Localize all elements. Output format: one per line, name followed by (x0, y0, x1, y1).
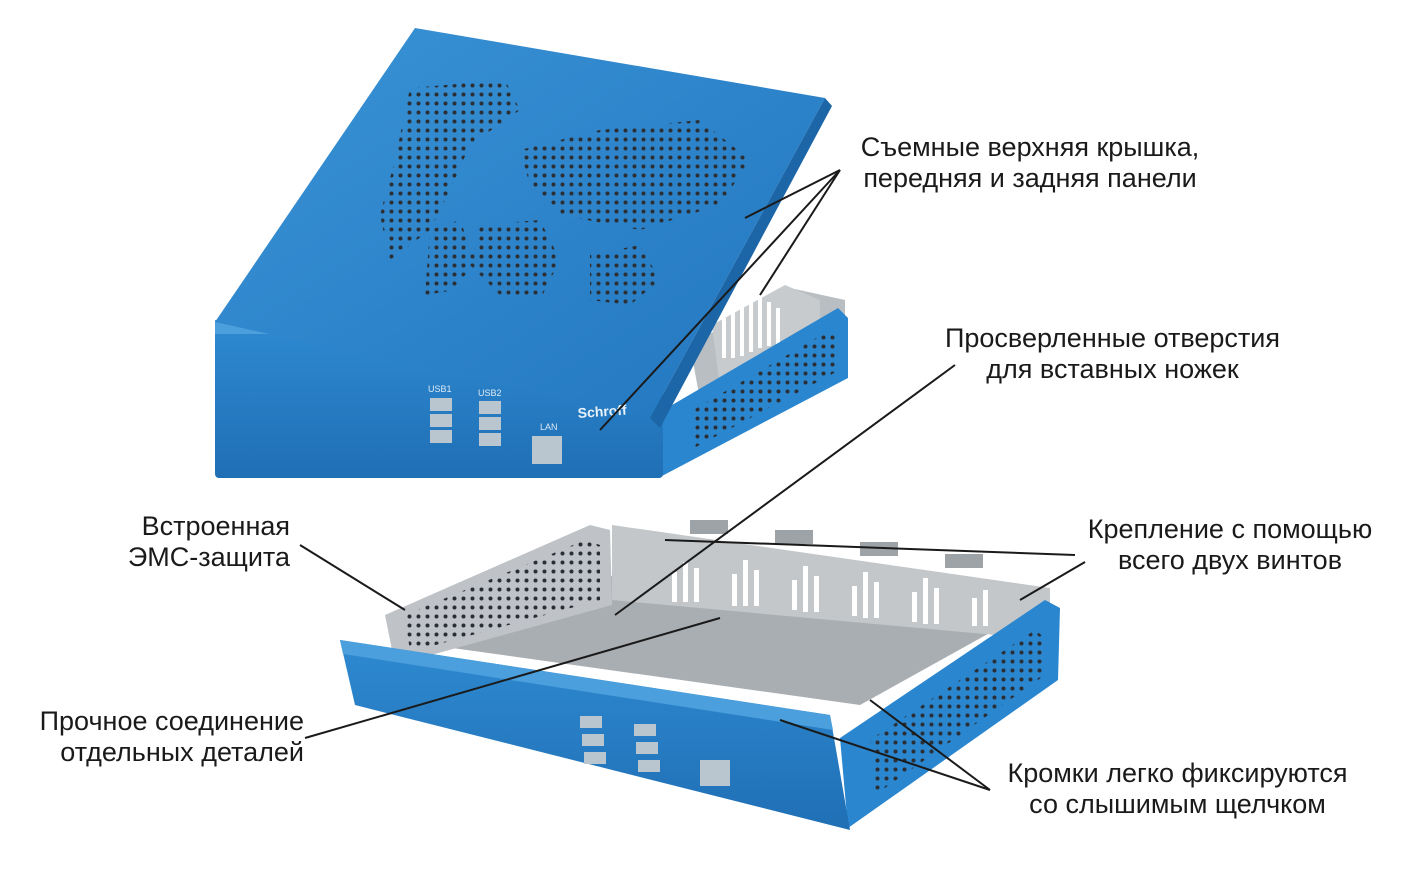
leader-solid-joint (304, 617, 721, 739)
leader-snap-edges-a (779, 719, 991, 791)
leader-two-screws-a (664, 539, 1076, 556)
callout-solid-joint: Прочное соединение отдельных деталей (0, 706, 304, 768)
usb1-port-c (430, 430, 452, 443)
lower-left-vents (405, 540, 600, 652)
usb1-port-a (430, 398, 452, 411)
usb1-port-b (430, 414, 452, 427)
lower-front-ports (580, 716, 730, 786)
callout-two-screws: Крепление с помощью всего двух винтов (1070, 514, 1390, 576)
leader-removable-back (759, 169, 841, 296)
callout-drilled-holes: Просверленные отверстия для вставных нож… (930, 323, 1295, 385)
usb2-port-a (479, 401, 501, 414)
lower-usb2-port-b (636, 742, 658, 754)
world-map-perforation (380, 80, 750, 305)
lower-front-bevel (340, 640, 833, 730)
lan-port (532, 436, 562, 464)
leader-snap-edges-b (869, 699, 991, 791)
callout-drilled-holes-line1: Просверленные отверстия (944, 323, 1281, 353)
usb2-port-c (479, 433, 501, 446)
callout-removable-panels-line2: передняя и задняя панели (863, 163, 1197, 193)
callout-emc-shield: Встроенная ЭМС-защита (90, 511, 290, 573)
upper-side-vents (690, 330, 836, 448)
callout-removable-panels-line1: Съемные верхняя крышка, (860, 132, 1200, 162)
callout-snap-edges-line1: Кромки легко фиксируются (1007, 758, 1348, 788)
lower-usb1-port-c (584, 752, 606, 764)
lower-enclosure (340, 520, 1060, 830)
callout-solid-joint-line2: отдельных деталей (60, 737, 304, 767)
lower-usb1-port-a (580, 716, 602, 728)
lower-rear-wall (612, 525, 1050, 640)
lower-usb1-port-b (582, 734, 604, 746)
brand-logo: Schroff (577, 402, 627, 421)
lower-usb2-port-a (634, 724, 656, 736)
leader-drilled-holes (614, 364, 956, 616)
callout-emc-shield-line2: ЭМС-защита (127, 542, 290, 572)
lower-rear-vent-slots (672, 560, 988, 626)
usb1-label: USB1 (428, 384, 452, 394)
upper-inner-vent-slots (722, 296, 780, 358)
callout-snap-edges-line2: со слышимым щелчком (1029, 789, 1326, 819)
upper-lid-edge (650, 98, 832, 428)
leader-removable-front (599, 169, 841, 431)
callout-two-screws-line2: всего двух винтов (1117, 545, 1343, 575)
leader-lines (299, 169, 1086, 791)
lower-usb2-port-c (638, 760, 660, 772)
callout-snap-edges: Кромки легко фиксируются со слышимым щел… (985, 758, 1370, 820)
leader-removable-lid (744, 169, 841, 219)
upper-inner-vent-wall (712, 285, 820, 388)
callout-drilled-holes-line2: для вставных ножек (986, 354, 1239, 384)
lan-label: LAN (540, 422, 558, 432)
lower-right-vents (870, 630, 1045, 795)
usb2-port-b (479, 417, 501, 430)
lower-rear-tabs (690, 520, 983, 568)
upper-front-ports: USB1 USB2 LAN Schroff (428, 384, 627, 464)
callout-removable-panels: Съемные верхняя крышка, передняя и задня… (850, 132, 1210, 194)
callout-two-screws-line1: Крепление с помощью (1087, 514, 1373, 544)
leader-emc-shield (299, 544, 406, 611)
usb2-label: USB2 (478, 388, 502, 398)
callout-emc-shield-line1: Встроенная (141, 511, 290, 541)
callout-solid-joint-line1: Прочное соединение (39, 706, 304, 736)
lower-lan-port (700, 760, 730, 786)
upper-enclosure: USB1 USB2 LAN Schroff (215, 28, 848, 478)
leader-two-screws-b (1019, 561, 1086, 601)
